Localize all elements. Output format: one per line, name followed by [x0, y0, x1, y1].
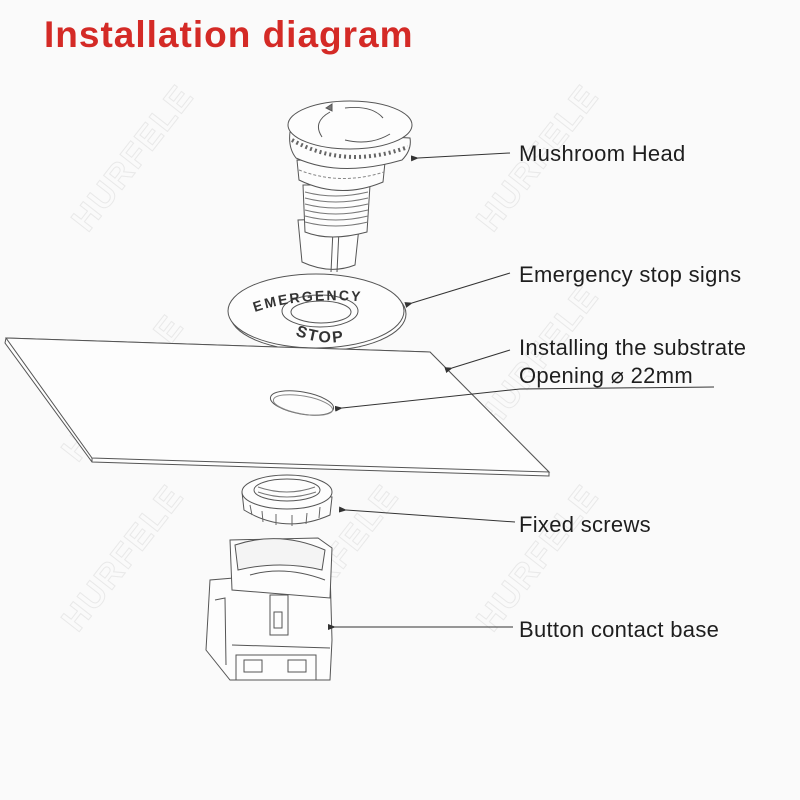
substrate-plate [4, 337, 551, 477]
leader-fixed-screws [338, 506, 516, 523]
label-opening: Opening ⌀ 22mm [519, 363, 693, 388]
label-button-contact-base: Button contact base [519, 617, 720, 642]
leader-opening [334, 386, 715, 412]
substrate-opening [269, 390, 335, 416]
label-installing-substrate: Installing the substrate [519, 335, 747, 360]
mushroom-head-part [287, 100, 413, 273]
label-mushroom-head: Mushroom Head [519, 141, 686, 166]
fixed-screw-nut [241, 474, 333, 526]
label-emergency-stop-signs: Emergency stop signs [519, 262, 742, 287]
page-title: Installation diagram [44, 14, 414, 55]
leader-mushroom-head [410, 152, 511, 162]
label-fixed-screws: Fixed screws [519, 512, 651, 537]
emergency-stop-sign-part [227, 273, 407, 352]
leader-substrate [444, 349, 511, 373]
contact-base-part [205, 537, 333, 681]
leader-emergency-stop [404, 272, 511, 308]
leader-lines [328, 152, 715, 630]
